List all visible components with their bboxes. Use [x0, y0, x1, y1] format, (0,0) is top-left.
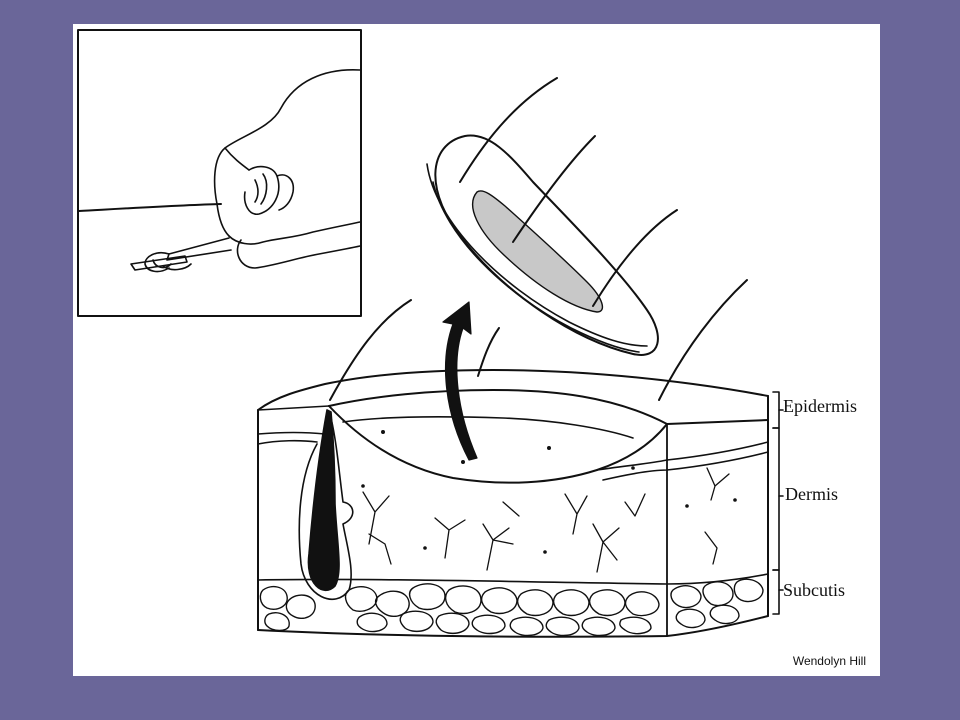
hair-follicle: [298, 409, 354, 601]
dermal-vessels: [362, 467, 730, 573]
lift-arrow-icon: [442, 301, 478, 461]
hand-icon: [213, 69, 361, 269]
inset-illustration: [77, 29, 362, 317]
excised-skin-disc: [426, 134, 659, 356]
slide-panel: Epidermis Dermis Subcutis Wendolyn Hill: [73, 24, 880, 676]
label-dermis: Dermis: [785, 484, 838, 504]
subcutis-bracket: [772, 569, 784, 615]
lesion-area: [472, 190, 604, 313]
dermis-bracket: [772, 427, 784, 571]
label-epidermis: Epidermis: [783, 396, 857, 416]
inset-frame: [77, 29, 362, 317]
shave-biopsy-diagram: [77, 29, 784, 638]
epidermis-bracket: [772, 391, 784, 429]
subcutis-fat-lobules: [259, 578, 764, 637]
layer-brackets: [772, 391, 784, 615]
artist-credit: Wendolyn Hill: [792, 654, 866, 668]
label-subcutis: Subcutis: [783, 580, 846, 600]
hair-strands: [329, 77, 748, 401]
dermal-dots: [361, 430, 737, 554]
scalpel-icon: [130, 237, 232, 273]
skin-surface-line: [78, 203, 222, 212]
skin-block: [257, 369, 769, 638]
